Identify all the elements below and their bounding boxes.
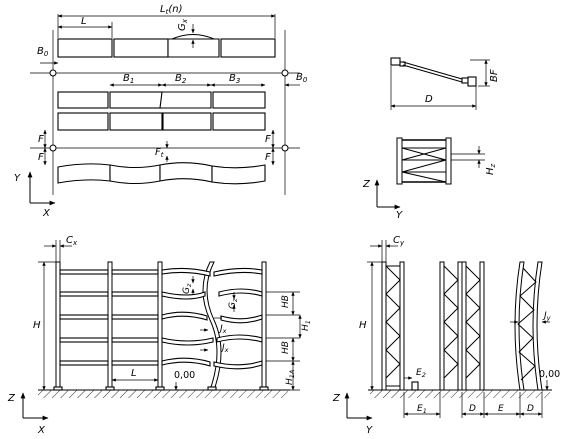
b0-left-label: B0 xyxy=(37,46,49,58)
b2-label: B2 xyxy=(175,73,187,85)
axis-y-label-side: Y xyxy=(366,425,373,436)
b3-label: B3 xyxy=(229,73,240,85)
axis-x-label: X xyxy=(42,208,51,219)
hb-label-2: HB xyxy=(281,341,291,354)
side-frame-2 xyxy=(439,261,463,391)
cx-label: Cx xyxy=(66,235,78,247)
gz-label-2: Gz xyxy=(228,298,239,309)
axis-z-label-front: Z xyxy=(7,393,16,404)
zero-level-side: 0,00 xyxy=(539,369,560,380)
h-side-label: H xyxy=(359,320,367,331)
e-side-label: E xyxy=(498,404,504,414)
f-right-bottom-label: F xyxy=(265,152,271,163)
f-left-top-label: F xyxy=(38,134,44,145)
front-elevation: Cx H L 0,00 Gz Gz Jx Jx HB HB H1 xyxy=(7,235,312,436)
ft-label: Ft xyxy=(155,147,164,159)
axis-x-label-front: X xyxy=(37,425,46,436)
cy-label: Cy xyxy=(393,235,405,247)
axis-y-label: Y xyxy=(14,173,21,184)
e1-label: E1 xyxy=(417,404,427,415)
hb-label-1: HB xyxy=(281,295,291,308)
e2-label: E2 xyxy=(416,368,426,379)
side-frame-3 xyxy=(461,261,485,391)
hz-label: Hz xyxy=(485,163,497,175)
front-beams-right xyxy=(161,267,263,370)
plan-view: Lt(n) L Gx B0 B1 B2 B3 B0 F F F F Ft xyxy=(14,4,308,219)
jx-label-1: Jx xyxy=(218,324,227,335)
bf-detail: D BF xyxy=(390,57,500,110)
plan-row-1 xyxy=(57,34,276,58)
l-label: L xyxy=(81,16,87,27)
frame-side-detail: Hz Z Y xyxy=(362,137,497,221)
lt-label: Lt(n) xyxy=(160,4,182,16)
bf-label: BF xyxy=(489,69,500,82)
plan-row-2 xyxy=(57,91,266,131)
l-front-label: L xyxy=(131,368,137,379)
plan-row-3 xyxy=(57,162,266,185)
axis-z-label-detail: Z xyxy=(362,179,371,190)
b0-right-label: B0 xyxy=(296,72,308,84)
side-frame-1 xyxy=(381,261,405,391)
axis-y-label-detail: Y xyxy=(396,210,403,221)
side-elevation: Cy H Jy E2 0,00 E1 D E D Z Y xyxy=(332,235,560,436)
gz-label-1: Gz xyxy=(182,283,193,294)
gx-label: Gx xyxy=(177,18,189,31)
d-side-label-1: D xyxy=(469,404,476,414)
jy-label: Jy xyxy=(542,311,551,322)
d-label: D xyxy=(425,94,433,105)
h1-label: H1 xyxy=(301,320,312,331)
zero-level-front: 0,00 xyxy=(174,370,195,381)
side-frame-4 xyxy=(514,261,543,391)
b1-label: B1 xyxy=(123,73,134,85)
h1a-label: H1A xyxy=(285,370,296,385)
d-side-label-2: D xyxy=(527,404,534,414)
f-right-top-label: F xyxy=(265,134,271,145)
axis-z-label-side: Z xyxy=(332,393,341,404)
h-front-label: H xyxy=(33,320,41,331)
jx-label-2: Jx xyxy=(220,343,229,354)
f-left-bottom-label: F xyxy=(38,152,44,163)
front-beams-left xyxy=(59,269,159,366)
